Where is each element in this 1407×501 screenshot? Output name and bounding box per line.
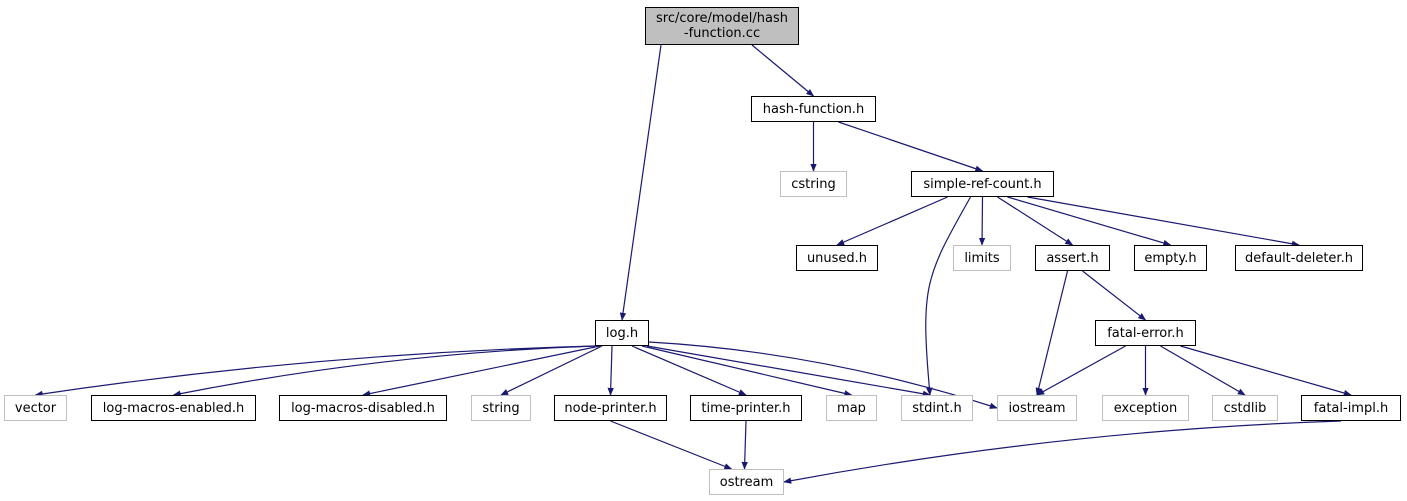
edge-assert_h-to-fatal_error_h	[1082, 270, 1147, 321]
node-cstring[interactable]: cstring	[780, 171, 847, 197]
node-limits[interactable]: limits	[953, 245, 1011, 271]
edge-simple_ref_count_h-to-limits	[978, 196, 986, 246]
node-log-macros-enabled-h[interactable]: log-macros-enabled.h	[91, 395, 256, 421]
edge-hash_function_h-to-simple_ref_count_h	[838, 121, 984, 172]
root-file-label-line2: -function.cc	[683, 26, 761, 41]
edge-fatal_error_h-to-cstdlib	[1160, 345, 1246, 396]
node-vector[interactable]: vector	[4, 395, 67, 421]
edge-root-to-hash_function_h	[751, 44, 815, 97]
edge-simple_ref_count_h-to-unused_h	[836, 196, 948, 246]
edge-fatal_impl_h-to-ostream	[783, 420, 1342, 484]
node-hash-function-h[interactable]: hash-function.h	[751, 96, 876, 122]
node-default-deleter-h[interactable]: default-deleter.h	[1235, 245, 1363, 271]
node-cstdlib[interactable]: cstdlib	[1212, 395, 1278, 421]
edge-assert_h-to-iostream	[1035, 270, 1069, 396]
edge-log_h-to-node_printer_h	[607, 345, 614, 396]
node-empty-h[interactable]: empty.h	[1134, 245, 1207, 271]
edge-log_h-to-vector	[34, 345, 596, 398]
node-simple-ref-count-h[interactable]: simple-ref-count.h	[911, 171, 1054, 197]
node-exception[interactable]: exception	[1102, 395, 1189, 421]
edge-log_h-to-log_macros_enabled_h	[172, 345, 596, 397]
edge-simple_ref_count_h-to-default_deleter_h	[1027, 196, 1300, 247]
edge-log_h-to-log_macros_disabled_h	[362, 345, 601, 397]
edge-simple_ref_count_h-to-empty_h	[1007, 196, 1172, 247]
edge-fatal_error_h-to-iostream	[1036, 345, 1126, 396]
root-file-label-line1: src/core/model/hash	[656, 11, 788, 26]
node-map[interactable]: map	[826, 395, 877, 421]
node-ostream[interactable]: ostream	[709, 469, 784, 495]
edge-layer	[34, 44, 1352, 484]
node-time-printer-h[interactable]: time-printer.h	[690, 395, 802, 421]
edge-time_printer_h-to-ostream	[741, 420, 748, 470]
node-fatal-impl-h[interactable]: fatal-impl.h	[1301, 395, 1401, 421]
node-log-macros-disabled-h[interactable]: log-macros-disabled.h	[279, 395, 447, 421]
node-node-printer-h[interactable]: node-printer.h	[554, 395, 667, 421]
node-assert-h[interactable]: assert.h	[1035, 245, 1110, 271]
edge-log_h-to-time_printer_h	[631, 345, 747, 396]
edge-log_h-to-iostream	[648, 341, 998, 409]
edge-node_printer_h-to-ostream	[610, 420, 733, 470]
edge-root-to-log_h	[619, 44, 662, 321]
edge-simple_ref_count_h-to-assert_h	[997, 196, 1074, 246]
edge-fatal_error_h-to-fatal_impl_h	[1180, 345, 1352, 397]
edge-simple_ref_count_h-to-stdint_h	[925, 196, 972, 396]
root-file-node[interactable]: src/core/model/hash -function.cc	[645, 7, 799, 45]
node-stdint-h[interactable]: stdint.h	[901, 395, 973, 421]
node-log-h[interactable]: log.h	[595, 320, 649, 346]
edge-log_h-to-stdint_h	[646, 345, 931, 397]
node-string[interactable]: string	[471, 395, 531, 421]
node-unused-h[interactable]: unused.h	[796, 245, 878, 271]
edge-log_h-to-string	[500, 345, 603, 396]
node-fatal-error-h[interactable]: fatal-error.h	[1095, 320, 1196, 346]
node-iostream[interactable]: iostream	[997, 395, 1077, 421]
edge-log_h-to-map	[641, 345, 853, 397]
